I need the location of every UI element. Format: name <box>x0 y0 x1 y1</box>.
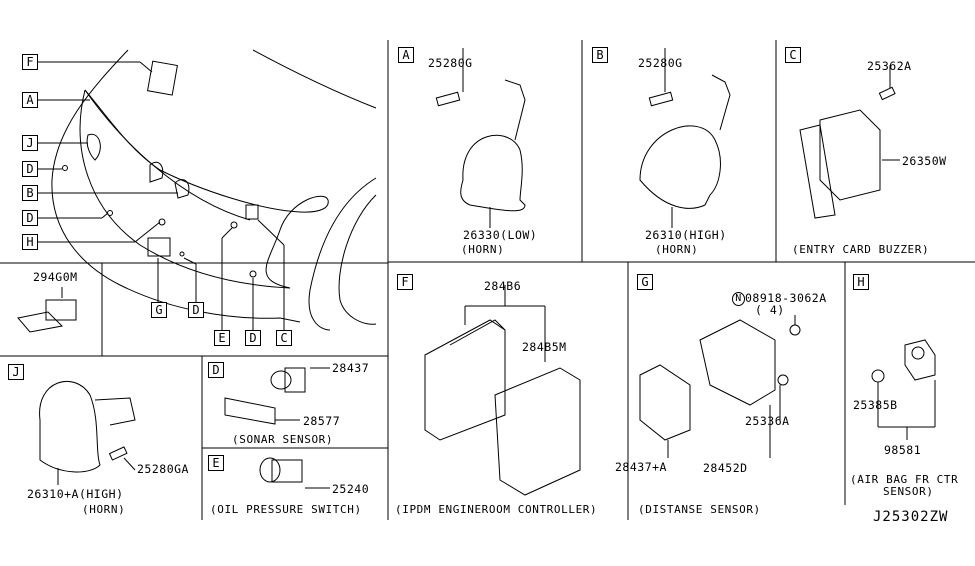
callout-d[interactable]: D <box>22 210 38 226</box>
callout-g[interactable]: G <box>151 302 167 318</box>
overview-leaders <box>38 61 285 330</box>
car-front-outline <box>51 49 377 331</box>
part-number-airbag-sensor[interactable]: 98581 <box>884 443 922 457</box>
panel-e-caption: (OIL PRESSURE SWITCH) <box>210 503 362 516</box>
callout-e[interactable]: E <box>214 330 230 346</box>
sonar-drawing <box>224 367 330 425</box>
callout-j[interactable]: J <box>22 135 38 151</box>
part-number-horn-low[interactable]: 26330(LOW) <box>463 228 538 242</box>
panel-borders <box>0 40 975 520</box>
panel-d-label: D <box>208 362 224 378</box>
panel-f-caption: (IPDM ENGINEROOM CONTROLLER) <box>395 503 598 516</box>
part-number-oil-pressure-switch[interactable]: 25240 <box>332 482 370 496</box>
callout-a[interactable]: A <box>22 92 38 108</box>
callout-d[interactable]: D <box>188 302 204 318</box>
part-number-ipdm[interactable]: 284B6 <box>484 279 522 293</box>
part-number-sonar-sensor[interactable]: 28437 <box>332 361 370 375</box>
panel-j-label: J <box>8 364 24 380</box>
new-part-symbol: N <box>732 292 745 306</box>
part-number-bolt[interactable]: 25280G <box>638 56 683 70</box>
panel-g-label: G <box>637 274 653 290</box>
panel-a-caption: (HORN) <box>461 243 505 256</box>
part-number-nut[interactable]: 08918-3062A <box>745 291 827 305</box>
panel-b-label: B <box>592 47 608 63</box>
overview-parts <box>17 60 259 333</box>
part-number-ipdm-frame[interactable]: 284B5M <box>522 340 567 354</box>
part-number-bracket[interactable]: 28452D <box>703 461 748 475</box>
panel-c-caption: (ENTRY CARD BUZZER) <box>792 243 930 256</box>
panel-h-caption-line2: SENSOR) <box>883 485 934 498</box>
panel-g-caption: (DISTANSE SENSOR) <box>638 503 761 516</box>
callout-h[interactable]: H <box>22 234 38 250</box>
distance-sensor-drawing <box>639 315 801 458</box>
panel-h-label: H <box>853 274 869 290</box>
callout-b[interactable]: B <box>22 185 38 201</box>
part-number-horn-high[interactable]: 26310+A(HIGH) <box>27 487 124 501</box>
callout-d[interactable]: D <box>22 161 38 177</box>
callout-f[interactable]: F <box>22 54 38 70</box>
airbag-sensor-drawing <box>871 339 936 440</box>
horn-drawings <box>435 48 731 228</box>
panel-h-caption-line1: (AIR BAG FR CTR <box>850 473 959 486</box>
oil-switch-drawing <box>259 457 330 489</box>
horn-j-drawing <box>39 380 136 485</box>
callout-c[interactable]: C <box>276 330 292 346</box>
panel-f-label: F <box>397 274 413 290</box>
panel-j-caption: (HORN) <box>82 503 126 516</box>
part-number-entry-card-buzzer[interactable]: 26350W <box>902 154 947 168</box>
part-number-horn-high[interactable]: 26310(HIGH) <box>645 228 727 242</box>
diagram-id: J25302ZW <box>873 509 949 525</box>
panel-c-label: C <box>785 47 801 63</box>
ipdm-drawing <box>424 285 581 496</box>
nut-quantity: ( 4) <box>755 303 785 317</box>
part-number-distance-sensor[interactable]: 28437+A <box>615 460 667 474</box>
part-number-294g0m[interactable]: 294G0M <box>33 270 78 284</box>
part-number-bolt[interactable]: 25362A <box>867 59 912 73</box>
part-number-bolt[interactable]: 25280GA <box>137 462 189 476</box>
panel-b-caption: (HORN) <box>655 243 699 256</box>
panel-d-caption: (SONAR SENSOR) <box>232 433 334 446</box>
part-number-bolt[interactable]: 25336A <box>745 414 790 428</box>
part-number-bolt[interactable]: 25280G <box>428 56 473 70</box>
panel-e-label: E <box>208 455 224 471</box>
part-number-sonar-holder[interactable]: 28577 <box>303 414 341 428</box>
part-number-nut[interactable]: 25385B <box>853 398 898 412</box>
panel-a-label: A <box>398 47 414 63</box>
buzzer-drawing <box>799 65 900 219</box>
callout-d[interactable]: D <box>245 330 261 346</box>
